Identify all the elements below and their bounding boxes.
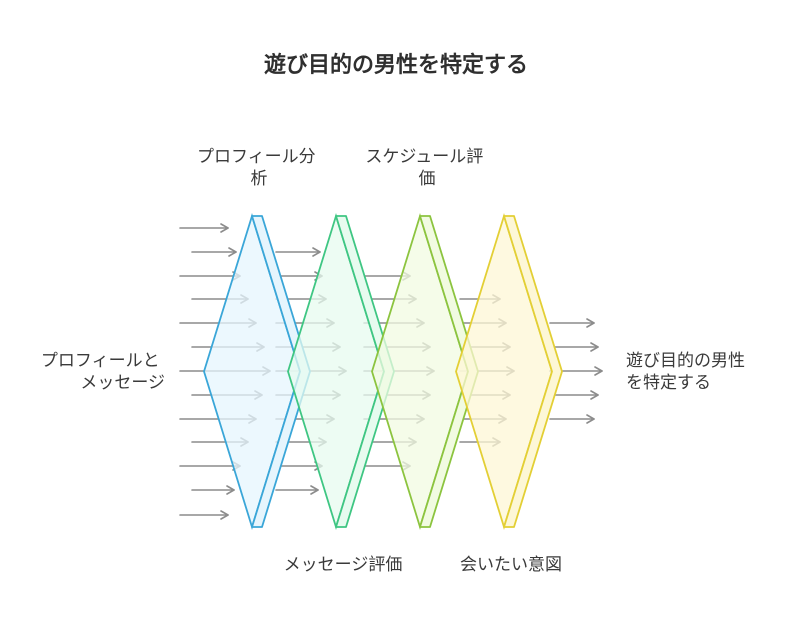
stage-label-profile-analysis: プロフィール分 析 bbox=[197, 147, 321, 189]
output-label-line-1: 遊び目的の男性 bbox=[626, 351, 745, 371]
stage-schedule-evaluation bbox=[371, 212, 479, 531]
input-label-line-1: プロフィールと bbox=[41, 351, 160, 371]
stage-label-message-evaluation: メッセージ評価 bbox=[284, 555, 403, 575]
input-label: プロフィールと メッセージ bbox=[41, 351, 165, 393]
stage-label-line: プロフィール分 bbox=[197, 147, 316, 167]
stage-face bbox=[371, 212, 469, 531]
filter-stages bbox=[203, 212, 563, 531]
stage-label-line: メッセージ評価 bbox=[284, 555, 403, 575]
stage-label-line: 会いたい意図 bbox=[460, 555, 562, 575]
stage-label-meeting-intent: 会いたい意図 bbox=[460, 555, 562, 575]
stage-label-line: 価 bbox=[419, 169, 436, 189]
stage-face bbox=[287, 212, 385, 531]
diagram-title: 遊び目的の男性を特定する bbox=[264, 52, 528, 78]
input-label-line-2: メッセージ bbox=[80, 373, 165, 393]
stage-profile-analysis bbox=[203, 212, 311, 531]
stage-label-schedule-evaluation: スケジュール評 価 bbox=[365, 147, 488, 189]
output-label: 遊び目的の男性 を特定する bbox=[626, 351, 750, 393]
stage-face bbox=[203, 212, 301, 531]
stage-label-line: スケジュール評 bbox=[365, 147, 483, 167]
stage-edge bbox=[503, 215, 563, 528]
stage-label-line: 析 bbox=[251, 169, 268, 189]
output-label-line-2: を特定する bbox=[626, 373, 711, 393]
stage-face bbox=[455, 212, 553, 531]
stage-meeting-intent bbox=[455, 212, 563, 531]
